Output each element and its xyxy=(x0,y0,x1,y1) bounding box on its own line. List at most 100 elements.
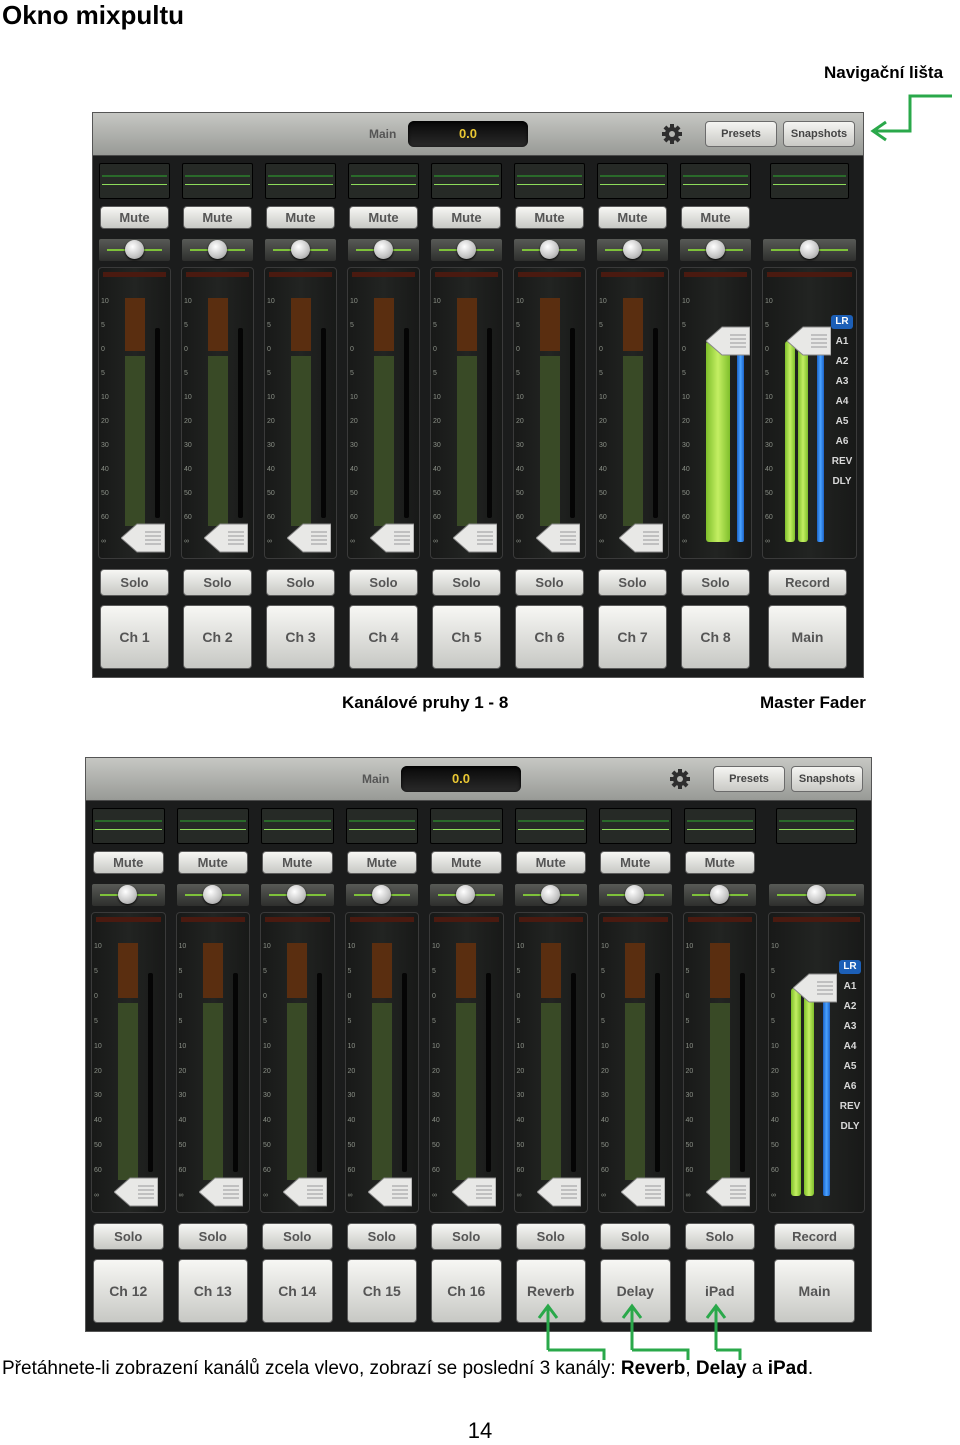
pan-slider[interactable] xyxy=(597,239,668,261)
fader-handle[interactable] xyxy=(618,522,664,554)
channel-name-button[interactable]: Ch 12 xyxy=(93,1259,164,1323)
record-button[interactable]: Record xyxy=(774,1223,855,1250)
pan-knob[interactable] xyxy=(287,885,307,904)
mute-button[interactable]: Mute xyxy=(349,206,418,229)
bus-select-button[interactable]: A1 xyxy=(843,981,857,992)
pan-slider[interactable] xyxy=(261,884,334,906)
master-balance-knob[interactable] xyxy=(799,240,819,259)
channel-name-button[interactable]: Ch 1 xyxy=(100,605,169,669)
fader-handle[interactable] xyxy=(452,522,498,554)
channel-name-button[interactable]: Ch 14 xyxy=(262,1259,333,1323)
channel-name-button[interactable]: Ch 6 xyxy=(515,605,584,669)
solo-button[interactable]: Solo xyxy=(515,1223,586,1250)
bus-select-button[interactable]: REV xyxy=(831,456,853,467)
bus-select-button[interactable]: LR xyxy=(839,960,861,974)
pan-slider[interactable] xyxy=(680,239,751,261)
channel-name-button[interactable]: Ch 16 xyxy=(431,1259,502,1323)
main-output-button[interactable]: Main xyxy=(774,1259,855,1323)
mute-button[interactable]: Mute xyxy=(177,851,248,874)
presets-button[interactable]: Presets xyxy=(713,766,785,792)
fader-handle[interactable] xyxy=(535,522,581,554)
pan-slider[interactable] xyxy=(265,239,336,261)
master-fader-handle[interactable] xyxy=(786,325,832,357)
pan-knob[interactable] xyxy=(202,885,222,904)
bus-select-button[interactable]: A2 xyxy=(835,356,849,367)
fader-handle[interactable] xyxy=(197,1176,243,1208)
pan-slider[interactable] xyxy=(683,884,756,906)
mute-button[interactable]: Mute xyxy=(681,206,750,229)
pan-knob[interactable] xyxy=(207,240,227,259)
fader-handle[interactable] xyxy=(620,1176,666,1208)
solo-button[interactable]: Solo xyxy=(177,1223,248,1250)
channel-name-button[interactable]: Ch 7 xyxy=(598,605,667,669)
mute-button[interactable]: Mute xyxy=(598,206,667,229)
fader-handle[interactable] xyxy=(203,522,249,554)
pan-slider[interactable] xyxy=(182,239,253,261)
bus-select-button[interactable]: A4 xyxy=(835,396,849,407)
bus-select-button[interactable]: A2 xyxy=(843,1001,857,1012)
pan-slider[interactable] xyxy=(348,239,419,261)
mute-button[interactable]: Mute xyxy=(684,851,755,874)
pan-knob[interactable] xyxy=(539,240,559,259)
mute-button[interactable]: Mute xyxy=(93,851,164,874)
fader-handle[interactable] xyxy=(120,522,166,554)
bus-select-button[interactable]: A3 xyxy=(843,1021,857,1032)
bus-select-button[interactable]: LR xyxy=(831,315,853,329)
bus-select-button[interactable]: A5 xyxy=(843,1061,857,1072)
pan-knob[interactable] xyxy=(705,240,725,259)
master-balance-knob[interactable] xyxy=(806,885,826,904)
pan-knob[interactable] xyxy=(622,240,642,259)
solo-button[interactable]: Solo xyxy=(100,569,169,596)
solo-button[interactable]: Solo xyxy=(432,569,501,596)
mute-button[interactable]: Mute xyxy=(431,851,502,874)
pan-slider[interactable] xyxy=(514,884,587,906)
mute-button[interactable]: Mute xyxy=(266,206,335,229)
pan-slider[interactable] xyxy=(99,239,170,261)
pan-slider[interactable] xyxy=(430,884,503,906)
pan-knob[interactable] xyxy=(118,885,138,904)
solo-button[interactable]: Solo xyxy=(515,569,584,596)
fader-handle[interactable] xyxy=(451,1176,497,1208)
bus-select-button[interactable]: A3 xyxy=(835,376,849,387)
pan-slider[interactable] xyxy=(176,884,249,906)
snapshots-button[interactable]: Snapshots xyxy=(791,766,863,792)
bus-select-button[interactable]: A5 xyxy=(835,416,849,427)
bus-select-button[interactable]: REV xyxy=(839,1101,861,1112)
presets-button[interactable]: Presets xyxy=(705,121,777,147)
pan-knob[interactable] xyxy=(625,885,645,904)
channel-name-button[interactable]: Ch 2 xyxy=(183,605,252,669)
solo-button[interactable]: Solo xyxy=(598,569,667,596)
record-button[interactable]: Record xyxy=(768,569,847,596)
bus-select-button[interactable]: DLY xyxy=(840,1121,860,1132)
fader-handle[interactable] xyxy=(286,522,332,554)
main-output-button[interactable]: Main xyxy=(768,605,847,669)
mute-button[interactable]: Mute xyxy=(432,206,501,229)
fader-handle[interactable] xyxy=(705,325,751,357)
solo-button[interactable]: Solo xyxy=(183,569,252,596)
fader-handle[interactable] xyxy=(369,522,415,554)
channel-name-button[interactable]: Ch 5 xyxy=(432,605,501,669)
pan-knob[interactable] xyxy=(373,240,393,259)
solo-button[interactable]: Solo xyxy=(681,569,750,596)
fader-handle[interactable] xyxy=(704,1176,750,1208)
pan-knob[interactable] xyxy=(124,240,144,259)
bus-select-button[interactable]: A4 xyxy=(843,1041,857,1052)
pan-slider[interactable] xyxy=(514,239,585,261)
snapshots-button[interactable]: Snapshots xyxy=(783,121,855,147)
channel-name-button[interactable]: Ch 3 xyxy=(266,605,335,669)
channel-name-button[interactable]: Ch 15 xyxy=(346,1259,417,1323)
solo-button[interactable]: Solo xyxy=(346,1223,417,1250)
channel-name-button[interactable]: Ch 4 xyxy=(349,605,418,669)
solo-button[interactable]: Solo xyxy=(600,1223,671,1250)
solo-button[interactable]: Solo xyxy=(93,1223,164,1250)
bus-select-button[interactable]: A6 xyxy=(843,1081,857,1092)
fader-handle[interactable] xyxy=(366,1176,412,1208)
bus-select-button[interactable]: DLY xyxy=(832,476,852,487)
pan-knob[interactable] xyxy=(371,885,391,904)
mute-button[interactable]: Mute xyxy=(262,851,333,874)
fader-handle[interactable] xyxy=(113,1176,159,1208)
pan-knob[interactable] xyxy=(456,885,476,904)
mute-button[interactable]: Mute xyxy=(183,206,252,229)
channel-name-button[interactable]: Ch 8 xyxy=(681,605,750,669)
gear-icon[interactable] xyxy=(669,768,691,790)
